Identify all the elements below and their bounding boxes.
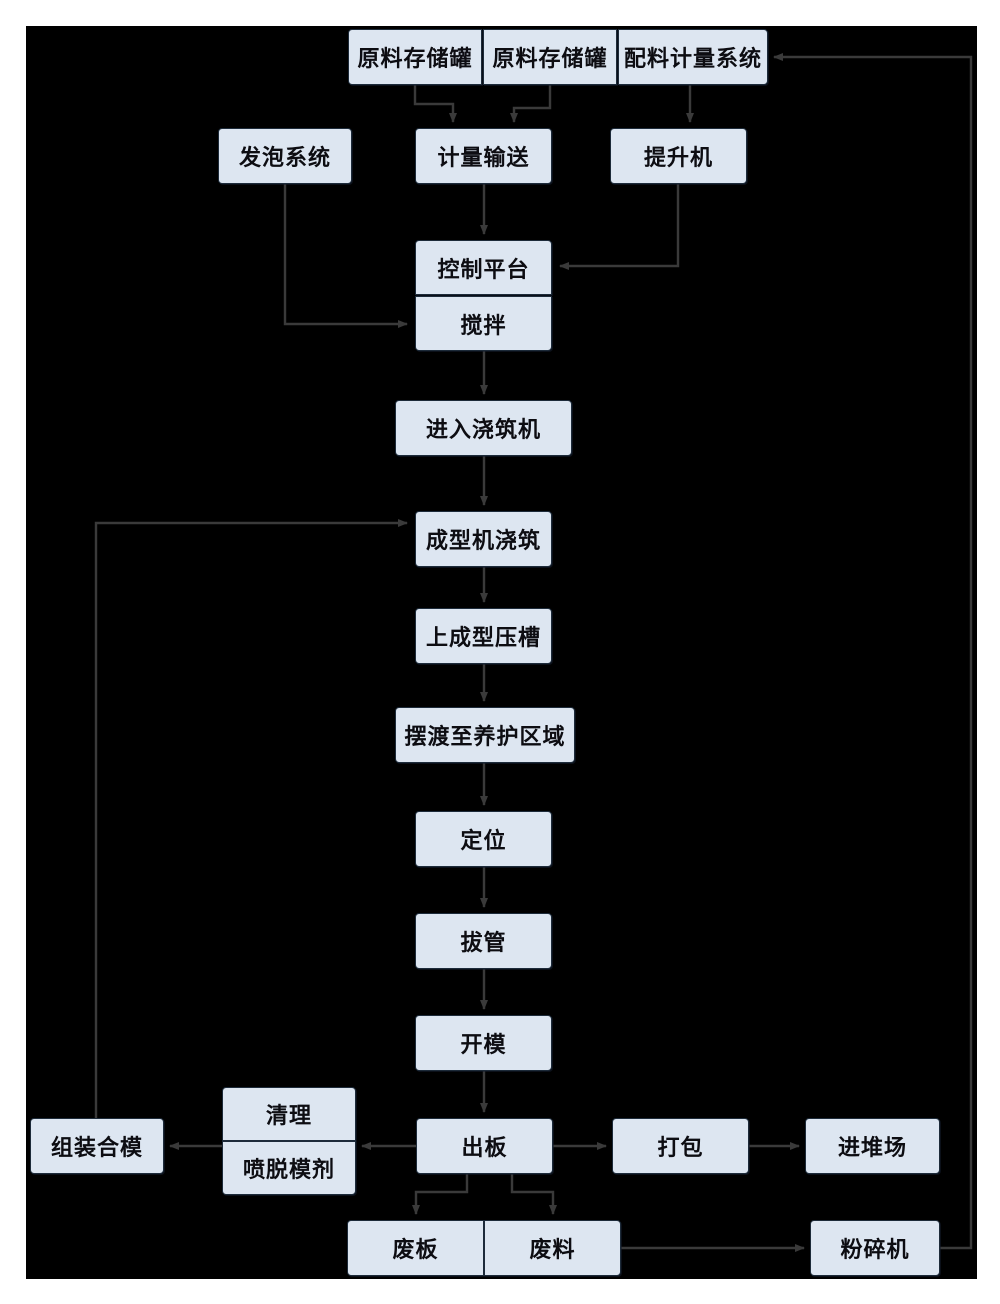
node-positioning[interactable]: 定位	[415, 811, 552, 867]
node-label: 清理	[265, 1103, 312, 1128]
node-pipe-pulling[interactable]: 拔管	[415, 913, 552, 969]
node-label: 摆渡至养护区域	[404, 724, 566, 749]
node-foaming-system[interactable]: 发泡系统	[218, 128, 352, 184]
node-label: 定位	[460, 828, 507, 853]
node-upper-forming-groove[interactable]: 上成型压槽	[415, 608, 552, 664]
node-cleaning[interactable]: 清理	[222, 1087, 356, 1141]
node-label: 原料存储罐	[357, 46, 473, 71]
node-label: 进堆场	[837, 1135, 907, 1160]
node-metering-conveying[interactable]: 计量输送	[415, 128, 552, 184]
node-assemble-mold[interactable]: 组装合模	[30, 1118, 164, 1174]
node-crusher[interactable]: 粉碎机	[810, 1220, 940, 1276]
node-spray-release-agent[interactable]: 喷脱模剂	[222, 1141, 356, 1195]
node-elevator[interactable]: 提升机	[610, 128, 747, 184]
node-label: 成型机浇筑	[425, 528, 541, 553]
node-label: 出板	[461, 1135, 508, 1160]
node-label: 喷脱模剂	[242, 1157, 335, 1182]
node-label: 发泡系统	[238, 145, 331, 170]
node-waste-board[interactable]: 废板	[347, 1220, 484, 1276]
node-control-platform[interactable]: 控制平台	[415, 240, 552, 295]
node-raw-material-tank-1[interactable]: 原料存储罐	[348, 29, 482, 85]
node-raw-material-tank-2[interactable]: 原料存储罐	[483, 29, 617, 85]
node-label: 计量输送	[437, 145, 530, 170]
node-label: 控制平台	[437, 256, 530, 282]
node-mold-opening[interactable]: 开模	[415, 1015, 552, 1071]
node-label: 进入浇筑机	[425, 417, 541, 442]
node-mixing[interactable]: 搅拌	[415, 296, 552, 351]
node-label: 打包	[657, 1135, 704, 1160]
node-label: 提升机	[643, 145, 713, 170]
node-label: 原料存储罐	[492, 46, 608, 71]
node-forming-machine-casting[interactable]: 成型机浇筑	[415, 511, 552, 567]
node-label: 组装合模	[50, 1135, 143, 1160]
node-label: 配料计量系统	[623, 46, 762, 71]
node-label: 拔管	[460, 930, 507, 955]
node-enter-stock-yard[interactable]: 进堆场	[805, 1118, 940, 1174]
node-ferry-to-curing-area[interactable]: 摆渡至养护区域	[395, 707, 575, 763]
node-label: 上成型压槽	[425, 625, 541, 650]
node-packing[interactable]: 打包	[612, 1118, 749, 1174]
node-label: 搅拌	[460, 312, 507, 338]
node-label: 粉碎机	[840, 1237, 910, 1262]
node-enter-casting-machine[interactable]: 进入浇筑机	[395, 400, 572, 456]
node-board-output[interactable]: 出板	[416, 1118, 553, 1174]
node-waste-material[interactable]: 废料	[484, 1220, 621, 1276]
node-label: 废板	[392, 1237, 439, 1262]
node-dosing-metering-system[interactable]: 配料计量系统	[618, 29, 768, 85]
node-label: 开模	[460, 1032, 507, 1057]
node-label: 废料	[529, 1237, 576, 1262]
